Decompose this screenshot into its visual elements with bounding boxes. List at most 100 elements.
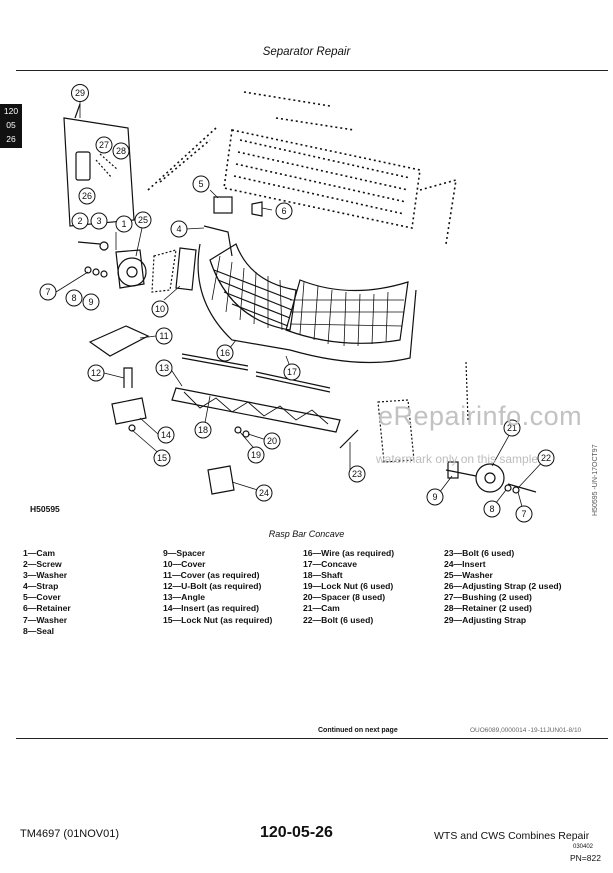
legend-item: 23—Bolt (6 used) bbox=[444, 548, 515, 558]
callout-circle bbox=[255, 484, 273, 502]
legend-item: 5—Cover bbox=[23, 592, 61, 603]
callout-circle bbox=[192, 175, 210, 193]
figure-caption: Rasp Bar Concave bbox=[268, 529, 345, 539]
callout-number: 20 bbox=[267, 436, 277, 446]
callout-circle bbox=[483, 500, 501, 518]
footer-manual-title: WTS and CWS Combines Repair bbox=[434, 830, 590, 842]
callout-circle bbox=[216, 344, 234, 362]
callout-circle bbox=[71, 84, 89, 102]
legend-item: 12—U-Bolt (as required) bbox=[163, 581, 262, 592]
legend-item: 14—Insert (as required) bbox=[163, 603, 259, 614]
legend-item: 16—Wire (as required) bbox=[303, 548, 395, 558]
body-bottom-rule bbox=[16, 738, 608, 739]
callout-circle bbox=[426, 488, 444, 506]
callout-circle bbox=[247, 446, 265, 464]
callout-circle bbox=[170, 220, 188, 238]
callout-number: 21 bbox=[507, 423, 517, 433]
legend-column-3: 16—Wire (as required) 17—Concave 18—Shaf… bbox=[303, 548, 394, 626]
adjusting-strap-part bbox=[75, 151, 91, 181]
watermark: eRepairinfo.com bbox=[378, 401, 583, 431]
callout-circle bbox=[155, 327, 173, 345]
legend-item: 21—Cam bbox=[303, 603, 340, 614]
cam-21-part bbox=[475, 463, 505, 493]
callout-circle bbox=[275, 202, 293, 220]
callout-number: 10 bbox=[155, 304, 165, 314]
callout-number: 28 bbox=[116, 146, 126, 156]
callout-number: 27 bbox=[99, 140, 109, 150]
callout-number: 15 bbox=[157, 453, 167, 463]
legend-item: 17—Concave bbox=[303, 559, 357, 570]
figure-id: H50595 bbox=[30, 504, 60, 514]
legend-item: 4—Strap bbox=[23, 581, 59, 592]
callout-number: 11 bbox=[159, 331, 168, 341]
callout-number: 4 bbox=[176, 224, 181, 234]
legend-column-1: 1—Cam 2—Screw 3—Washer 4—Strap 5—Cover 6… bbox=[23, 548, 71, 637]
angle-part bbox=[171, 387, 341, 433]
cover-10-part bbox=[175, 247, 197, 291]
callout-circle bbox=[87, 364, 105, 382]
exploded-parts-diagram: 29 27 28 26 5 6 4 2 3 1 25 7 8 9 10 11 1… bbox=[39, 84, 555, 523]
header-rule bbox=[16, 70, 608, 71]
callout-number: 1 bbox=[121, 219, 126, 229]
legend-item: 25—Washer bbox=[444, 570, 493, 581]
legend-item: 22—Bolt (6 used) bbox=[303, 614, 374, 625]
callout-number: 12 bbox=[91, 368, 101, 378]
callout-number: 29 bbox=[75, 88, 85, 98]
footer-manual-id: TM4697 (01NOV01) bbox=[20, 828, 120, 840]
legend-item: 6—Retainer bbox=[23, 603, 71, 614]
continued-note: Continued on next page bbox=[318, 727, 398, 734]
concave-grates bbox=[197, 243, 417, 364]
legend-item: 2—Screw bbox=[23, 559, 62, 570]
legend-item: 29—Adjusting Strap bbox=[444, 614, 527, 625]
shaft-part bbox=[181, 353, 249, 371]
callout-number: 26 bbox=[82, 191, 92, 201]
callout-circle bbox=[82, 293, 100, 311]
section-tab-line: 05 bbox=[6, 120, 16, 130]
callout-number: 23 bbox=[352, 469, 362, 479]
callout-circle bbox=[39, 283, 57, 301]
callout-circle bbox=[71, 212, 89, 230]
cover-11-part bbox=[88, 325, 150, 357]
callout-circle bbox=[134, 211, 152, 229]
legend-item: 24—Insert bbox=[444, 559, 486, 570]
u-bolt-part bbox=[123, 367, 133, 388]
callout-circle bbox=[515, 505, 533, 523]
callout-number: 3 bbox=[96, 216, 101, 226]
callout-circle bbox=[537, 449, 555, 467]
callout-circle bbox=[78, 187, 96, 205]
callout-circle bbox=[65, 289, 83, 307]
callout-circle bbox=[194, 421, 212, 439]
callout-number: 9 bbox=[88, 297, 93, 307]
callout-circle bbox=[151, 300, 169, 318]
callout-circle bbox=[112, 142, 130, 160]
legend-item: 19—Lock Nut (6 used) bbox=[303, 581, 394, 592]
page-header-title: Separator Repair bbox=[262, 46, 351, 58]
footer-pn: PN=822 bbox=[570, 853, 601, 863]
rotor-cylinder bbox=[147, 91, 457, 245]
callout-circle bbox=[157, 426, 175, 444]
callout-number: 22 bbox=[541, 453, 551, 463]
callout-circle bbox=[95, 136, 113, 154]
callout-number: 7 bbox=[521, 509, 526, 519]
legend-item: 3—Washer bbox=[23, 570, 68, 581]
callout-number: 7 bbox=[45, 287, 50, 297]
insert-part bbox=[111, 397, 147, 425]
legend-column-4: 23—Bolt (6 used) 24—Insert 25—Washer 26—… bbox=[444, 548, 561, 626]
legend-item: 7—Washer bbox=[23, 614, 68, 625]
inset-box bbox=[63, 117, 135, 227]
section-tab: 120 05 26 bbox=[0, 104, 22, 148]
document-reference: OUO6089,0000014 -19-11JUN01-8/10 bbox=[470, 727, 582, 734]
legend-item: 27—Bushing (2 used) bbox=[444, 592, 532, 603]
callout-circle bbox=[283, 363, 301, 381]
footer-date-code: 030402 bbox=[573, 844, 594, 850]
callout-number: 18 bbox=[198, 425, 208, 435]
callout-circle bbox=[348, 465, 366, 483]
callout-number: 14 bbox=[161, 430, 171, 440]
callout-number: 8 bbox=[71, 293, 76, 303]
legend-item: 10—Cover bbox=[163, 559, 206, 570]
retainer-part bbox=[251, 201, 263, 217]
callout-number: 19 bbox=[251, 450, 261, 460]
callout-number: 25 bbox=[138, 215, 148, 225]
callout-number: 8 bbox=[489, 504, 494, 514]
legend-item: 13—Angle bbox=[163, 592, 206, 603]
